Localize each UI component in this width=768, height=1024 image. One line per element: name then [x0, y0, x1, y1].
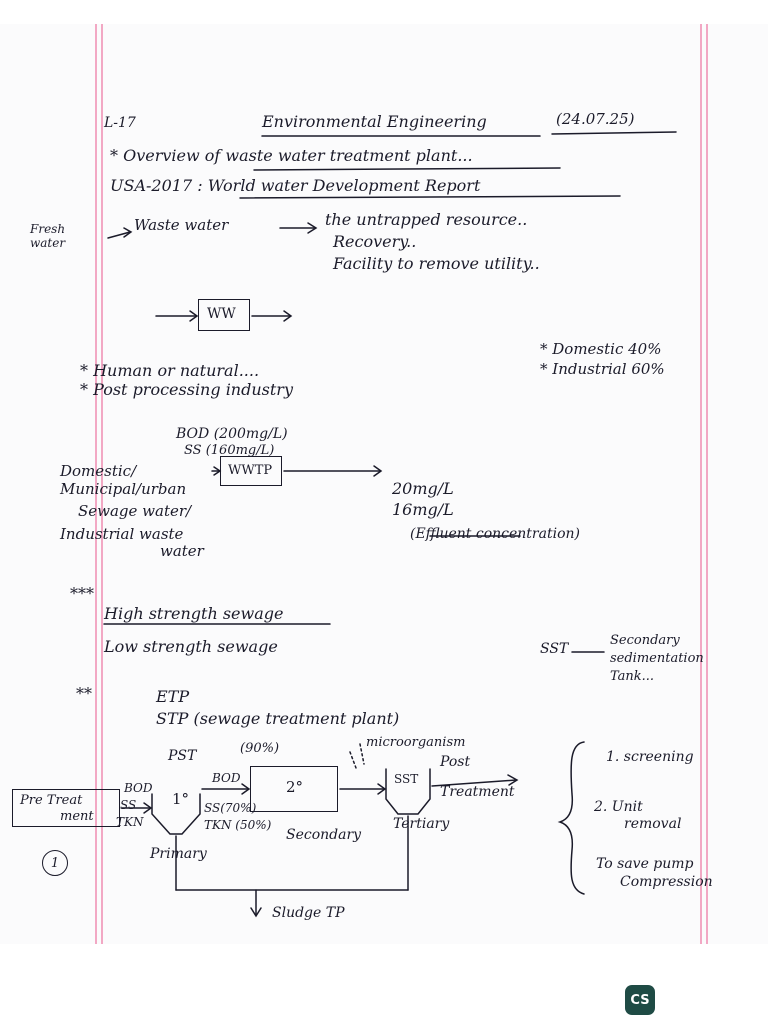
- stars-two: **: [76, 684, 92, 703]
- industrial-percent: * Industrial 60%: [540, 360, 665, 378]
- lecture-number: L-17: [104, 115, 136, 131]
- list-save-pump: To save pump: [596, 856, 694, 872]
- date-label: (24.07.25): [556, 110, 635, 128]
- resource-line: the untrapped resource..: [325, 210, 528, 229]
- stars-three: ***: [70, 584, 94, 603]
- percent-90: (90%): [240, 741, 280, 756]
- tertiary-label: Tertiary: [393, 816, 450, 832]
- secondary-box: [250, 766, 338, 812]
- list-screening: 1. screening: [606, 749, 694, 765]
- pretreatment-box: [12, 789, 120, 827]
- page-title: Environmental Engineering: [262, 112, 487, 131]
- diagram-lines: [103, 131, 677, 918]
- left-param-tkn: TKN: [116, 815, 144, 829]
- margin-line-left-2: [101, 24, 103, 944]
- sst-tank-label: SST: [394, 772, 419, 786]
- etp-label: ETP: [156, 687, 190, 706]
- margin-line-right-1: [700, 24, 702, 944]
- primary-stage-label: 1°: [172, 790, 190, 808]
- sst-definition-label: SST: [540, 641, 569, 657]
- sst-definition-3: Tank...: [610, 669, 655, 684]
- left-param-bod: BOD: [124, 781, 153, 795]
- notebook-page: L-17 Environmental Engineering (24.07.25…: [0, 24, 768, 944]
- output-bod: 20mg/L: [392, 479, 454, 498]
- effluent-label: (Effluent concentration): [410, 526, 580, 542]
- bod-input: BOD (200mg/L): [176, 426, 288, 442]
- microorganism-label: microorganism: [366, 735, 466, 750]
- waste-water-label: Waste water: [134, 216, 229, 234]
- wwtp-box-label: WWTP: [228, 463, 273, 478]
- mid-tkn: TKN (50%): [204, 818, 272, 832]
- human-natural-line: * Human or natural....: [80, 361, 260, 380]
- list-compression: Compression: [620, 874, 713, 890]
- mid-ss: SS(70%): [204, 801, 257, 815]
- ww-box: [198, 299, 250, 331]
- margin-line-left-1: [95, 24, 97, 944]
- output-ss: 16mg/L: [392, 500, 454, 519]
- overview-heading: * Overview of waste water treatment plan…: [110, 146, 473, 165]
- source-water: water: [160, 542, 204, 560]
- sst-definition-1: Secondary: [610, 633, 680, 648]
- post-label: Post: [440, 754, 471, 770]
- domestic-percent: * Domestic 40%: [540, 340, 662, 358]
- secondary-label: Secondary: [286, 827, 362, 843]
- low-strength-line: Low strength sewage: [104, 637, 278, 656]
- fresh-water-label: Fresh water: [30, 222, 66, 250]
- circled-number: 1: [42, 850, 68, 876]
- source-municipal: Municipal/urban: [60, 480, 187, 498]
- stp-label: STP (sewage treatment plant): [156, 709, 400, 728]
- ss-input: SS (160mg/L): [184, 443, 275, 458]
- post-processing-line: * Post processing industry: [80, 380, 293, 399]
- facility-line: Facility to remove utility..: [333, 254, 540, 273]
- pretreatment-line-2: ment: [60, 809, 94, 824]
- pst-label: PST: [168, 748, 197, 764]
- sludge-label: Sludge TP: [272, 905, 345, 921]
- usa-report-line: USA-2017 : World water Development Repor…: [110, 176, 481, 195]
- primary-label: Primary: [150, 846, 207, 862]
- high-strength-line: High strength sewage: [104, 604, 284, 623]
- list-unit: 2. Unit: [594, 799, 643, 815]
- margin-line-right-2: [706, 24, 708, 944]
- pretreatment-line-1: Pre Treat: [20, 793, 83, 808]
- recovery-line: Recovery..: [333, 232, 417, 251]
- secondary-stage-label: 2°: [286, 778, 304, 796]
- source-industrial: Industrial waste: [60, 525, 184, 543]
- mid-bod: BOD: [212, 771, 241, 785]
- treatment-label: Treatment: [440, 784, 515, 800]
- sst-definition-2: sedimentation: [610, 651, 704, 666]
- source-domestic: Domestic/: [60, 462, 137, 480]
- ww-box-label: WW: [207, 306, 236, 322]
- camscanner-badge: CS: [625, 985, 655, 1015]
- list-removal: removal: [624, 816, 682, 832]
- source-sewage: Sewage water/: [78, 502, 192, 520]
